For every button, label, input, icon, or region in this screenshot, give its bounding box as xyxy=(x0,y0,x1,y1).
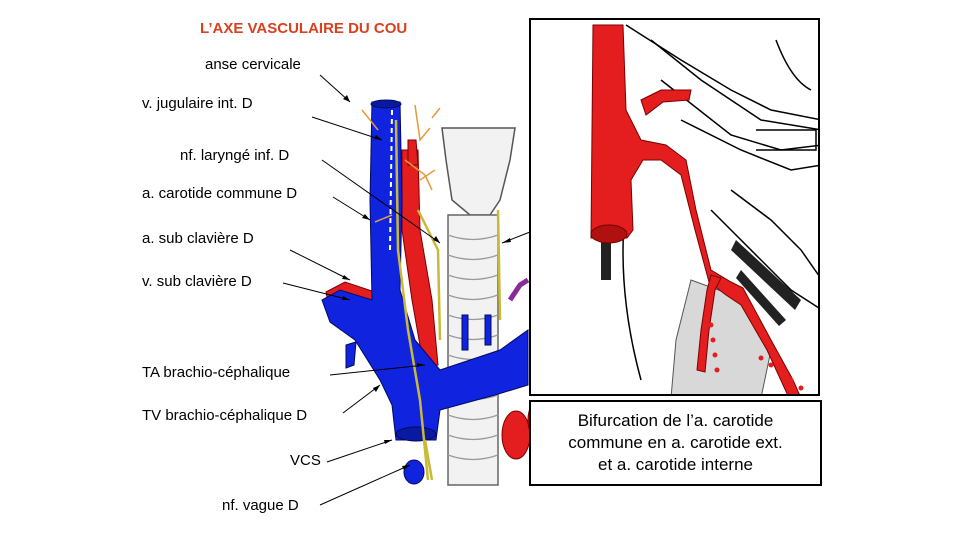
inset-arteries xyxy=(590,24,800,394)
internal-carotid-dots xyxy=(706,292,804,391)
nerves xyxy=(394,119,502,481)
anse-cervicale-branches xyxy=(361,104,441,223)
label-tv-brachio: TV brachio-céphalique D xyxy=(142,407,308,424)
page-title: L’AXE VASCULAIRE DU COU xyxy=(200,20,408,37)
label-a-subclaviere: a. sub clavière D xyxy=(142,230,254,247)
carotid-bifurcation-inset xyxy=(529,18,820,396)
bifurcation-drawing xyxy=(590,24,818,394)
inset-lines xyxy=(622,24,818,381)
inset-dark-bands xyxy=(601,240,801,326)
label-nf-larynge: nf. laryngé inf. D xyxy=(180,147,290,164)
label-vcs: VCS xyxy=(290,452,321,469)
veins xyxy=(321,99,529,485)
trachea xyxy=(441,127,516,486)
label-nf-vague: nf. vague D xyxy=(222,497,299,514)
inset-caption: Bifurcation de l’a. carotide commune en … xyxy=(529,400,822,486)
label-anse-cervicale: anse cervicale xyxy=(205,56,301,73)
leader-lines xyxy=(282,74,531,506)
arrow-heads xyxy=(342,95,511,470)
caption-line-3: et a. carotide interne xyxy=(598,455,753,474)
label-v-jugulaire: v. jugulaire int. D xyxy=(142,95,253,112)
caption-line-1: Bifurcation de l’a. carotide xyxy=(577,411,774,430)
purple-vessel xyxy=(507,277,530,302)
label-v-subclaviere: v. sub clavière D xyxy=(142,273,252,290)
caption-line-2: commune en a. carotide ext. xyxy=(568,433,783,452)
label-a-carotide: a. carotide commune D xyxy=(142,185,298,202)
label-ta-brachio: TA brachio-céphalique xyxy=(142,364,291,381)
